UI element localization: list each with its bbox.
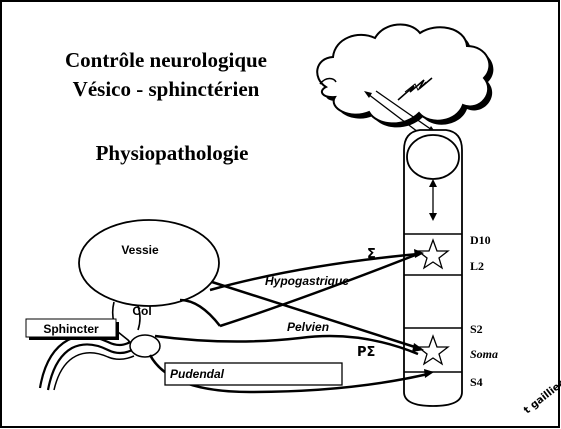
level-d10: D10 <box>470 233 491 247</box>
bladder <box>79 220 219 306</box>
label-sigma: Σ <box>367 247 376 262</box>
level-soma: Soma <box>470 347 498 361</box>
spinal-cord <box>404 130 462 406</box>
brainstem-center <box>407 135 459 179</box>
title-line-1: Contrôle neurologique <box>65 48 267 72</box>
label-pelvien: Pelvien <box>287 320 329 334</box>
label-sphincter: Sphincter <box>43 322 99 336</box>
level-s4: S4 <box>470 375 483 389</box>
label-parasigma: PΣ <box>357 345 375 360</box>
sphincter-ring <box>130 335 160 357</box>
subtitle: Physiopathologie <box>96 141 249 165</box>
label-col: Col <box>132 304 151 318</box>
label-hypogastrique: Hypogastrique <box>265 274 349 288</box>
label-vessie: Vessie <box>121 243 159 257</box>
level-s2: S2 <box>470 322 483 336</box>
label-pudendal: Pudendal <box>170 367 225 381</box>
title-line-2: Vésico - sphinctérien <box>73 77 260 101</box>
level-l2: L2 <box>470 259 484 273</box>
